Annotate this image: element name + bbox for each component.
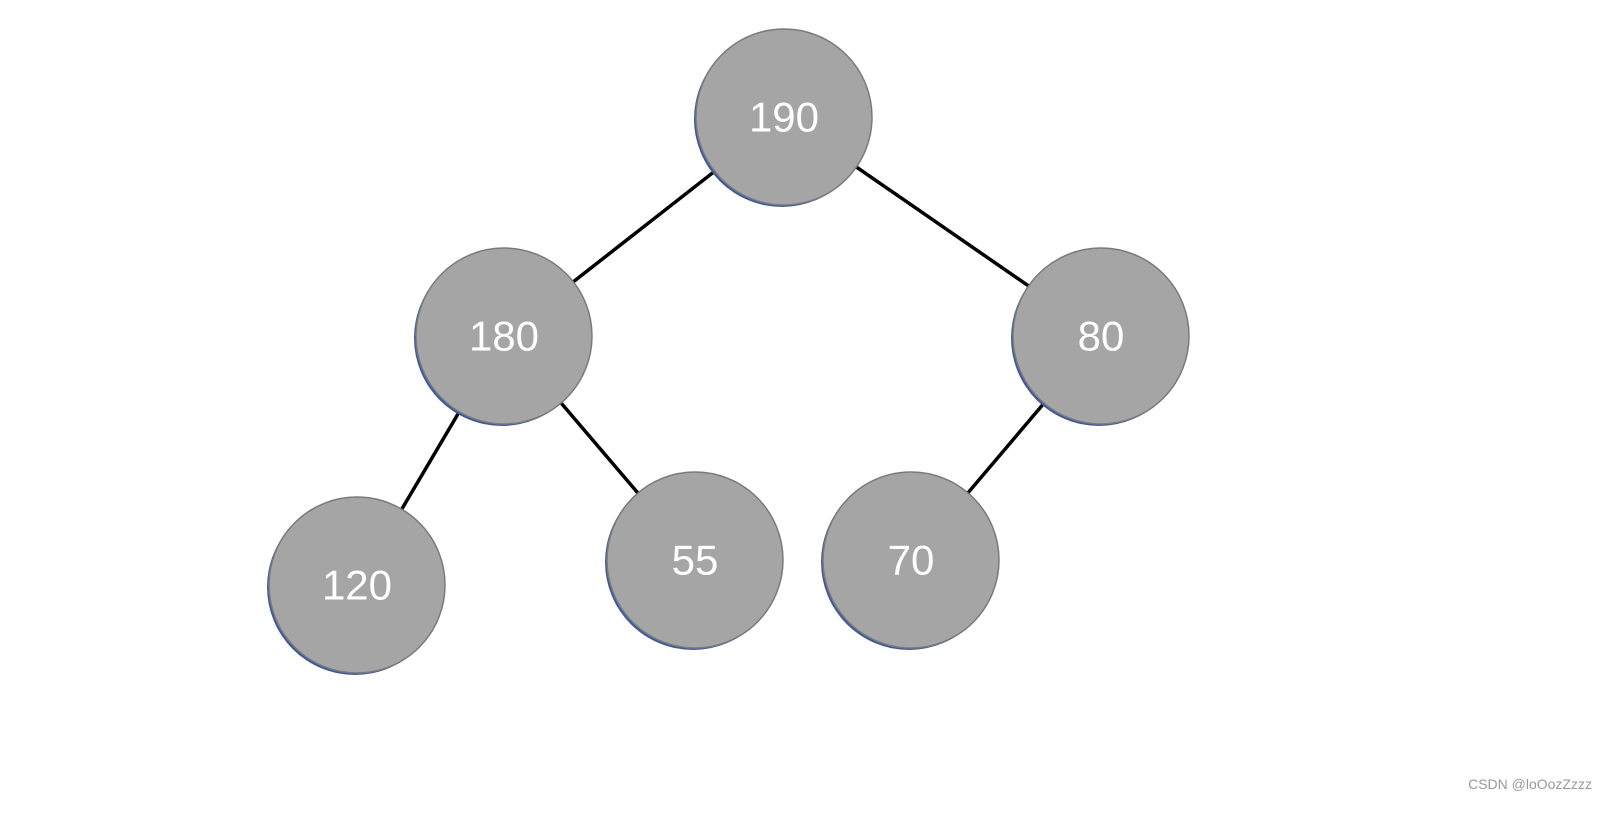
tree-node-80: 80 xyxy=(1011,247,1190,426)
node-label: 190 xyxy=(749,94,819,141)
tree-node-120: 120 xyxy=(267,496,446,675)
node-label: 180 xyxy=(469,313,539,360)
tree-node-55: 55 xyxy=(605,471,784,650)
node-label: 55 xyxy=(672,537,719,584)
node-label: 80 xyxy=(1078,313,1125,360)
watermark-text: CSDN @loOozZzzz xyxy=(1468,776,1592,792)
tree-node-70: 70 xyxy=(821,471,1000,650)
node-circle xyxy=(822,471,1000,649)
node-circle xyxy=(606,471,784,649)
tree-node-190: 190 xyxy=(694,28,873,207)
node-circle xyxy=(268,496,446,674)
tree-node-180: 180 xyxy=(414,247,593,426)
node-label: 70 xyxy=(888,537,935,584)
node-circle xyxy=(415,247,593,425)
node-circle xyxy=(1012,247,1190,425)
node-label: 120 xyxy=(322,562,392,609)
nodes-layer: 190 180 80 120 55 70 xyxy=(267,28,1190,675)
node-circle xyxy=(695,28,873,206)
